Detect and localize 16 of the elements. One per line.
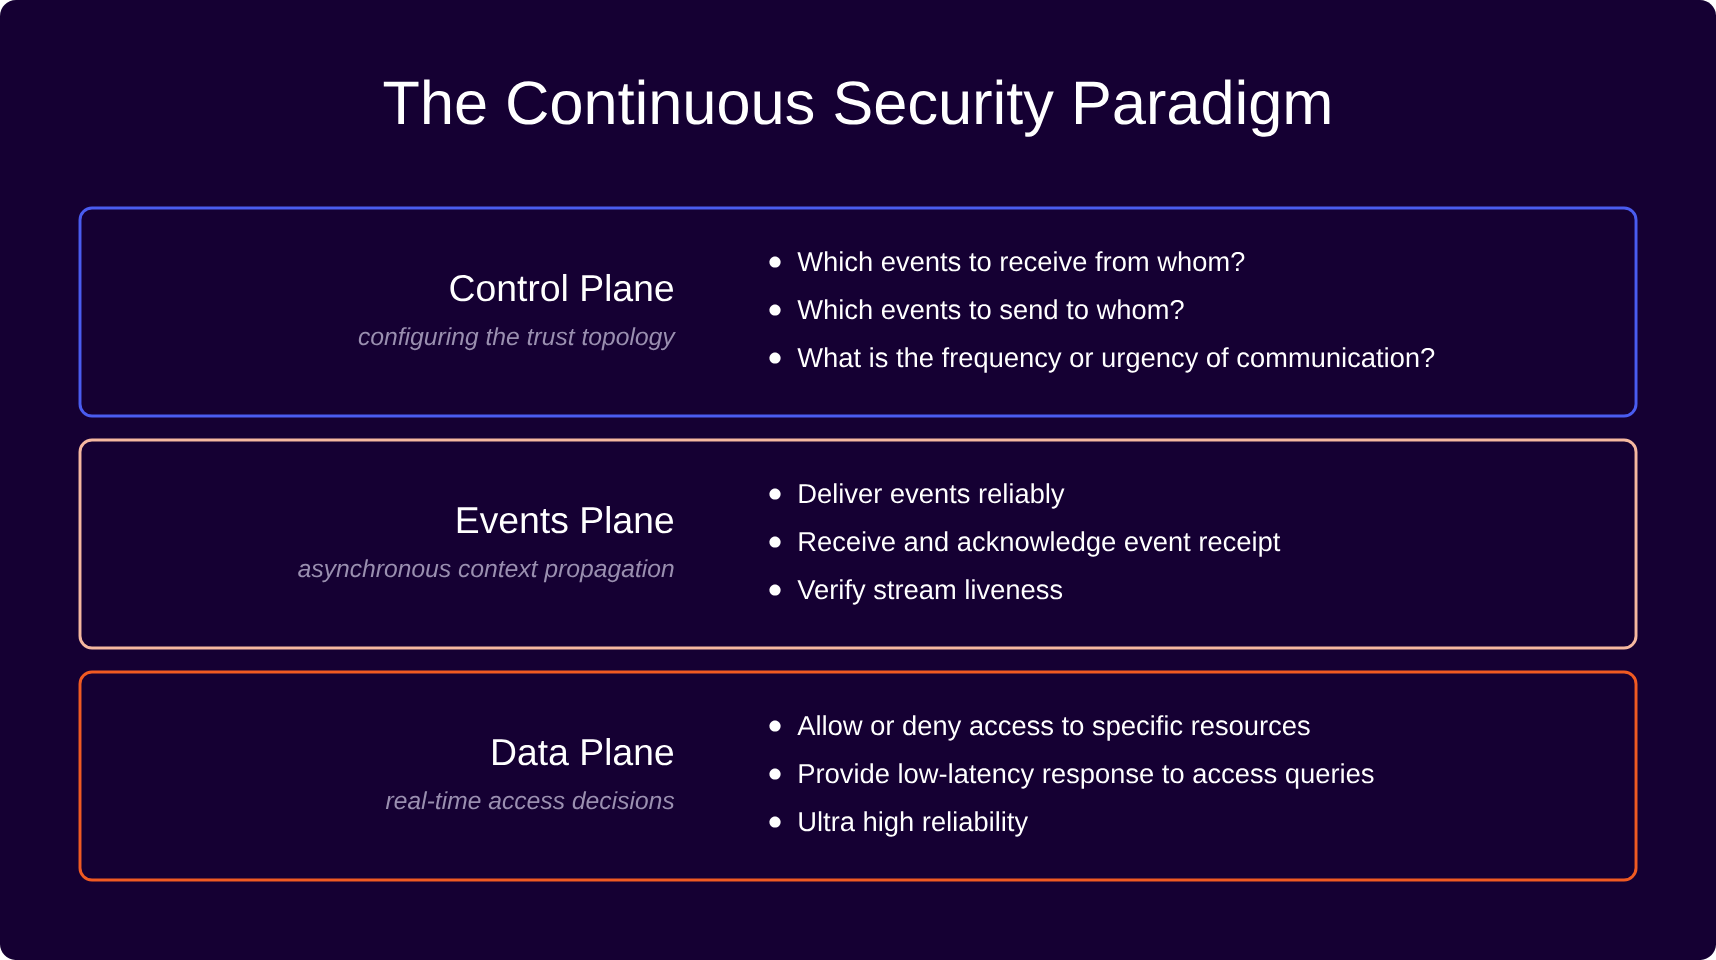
- plane-subtitle: configuring the trust topology: [358, 327, 676, 351]
- plane-heading: Data Plane: [493, 737, 673, 766]
- bullet-item: Receive and acknowledge event receipt: [799, 531, 1281, 557]
- bullet-item: Verify stream liveness: [797, 579, 1063, 605]
- bullet-item: What is the frequency or urgency of communication?: [797, 347, 1435, 373]
- plane-heading: Events Plane: [457, 505, 673, 534]
- bullet-item: Which events to receive from whom?: [797, 251, 1245, 272]
- plane-subtitle: real-time access decisions: [385, 791, 675, 810]
- bullet-item: Allow or deny access to specific resources: [797, 715, 1310, 741]
- plane-heading: Control Plane: [450, 273, 673, 302]
- plane-subtitle: asynchronous context propagation: [298, 559, 674, 583]
- bullet-item: Provide low-latency response to access queries: [799, 763, 1374, 789]
- bullet-item: Ultra high reliability: [799, 811, 1029, 837]
- title: The Continuous Security Paradigm: [383, 79, 1330, 137]
- bullet-item: Deliver events reliably: [799, 483, 1065, 509]
- bullet-item: Which events to send to whom?: [797, 299, 1184, 320]
